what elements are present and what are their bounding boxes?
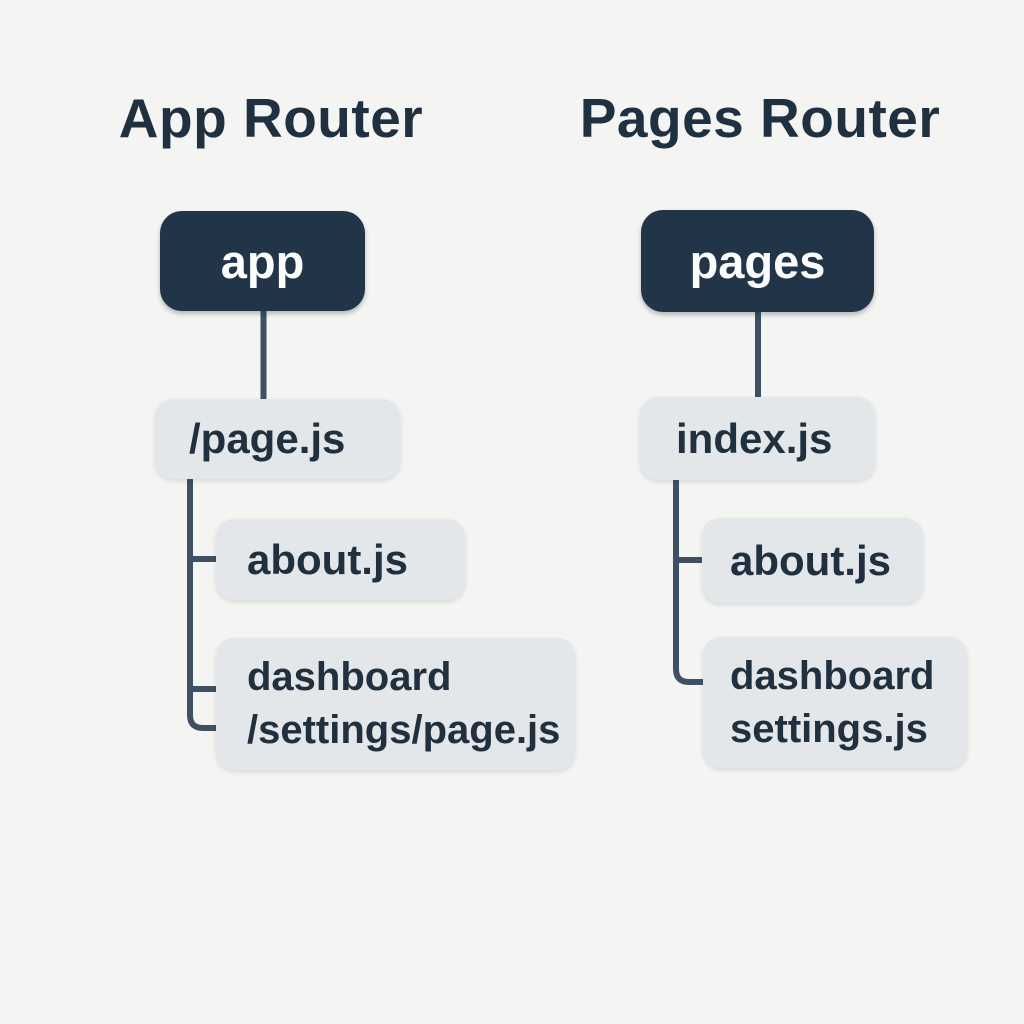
about-js-label-right: about.js — [730, 536, 892, 584]
index-js-label: index.js — [676, 414, 833, 462]
dashboard-line1-left: dashboard — [247, 655, 452, 699]
dashboard-settings-label-left: dashboard /settings/page.js — [247, 651, 560, 757]
connector-pagejs-trunk-elbow — [187, 477, 219, 731]
dashboard-line2-left: /settings/page.js — [247, 708, 561, 752]
about-js-label-left: about.js — [247, 535, 409, 583]
about-js-node-right: about.js — [702, 518, 923, 603]
dashboard-line2-right: settings.js — [730, 706, 928, 751]
dashboard-settings-node-left: dashboard /settings/page.js — [216, 638, 575, 770]
page-js-label: /page.js — [189, 415, 346, 462]
pages-router-title: Pages Router — [579, 87, 941, 149]
about-js-node-left: about.js — [216, 519, 465, 600]
pages-root-node: pages — [641, 210, 874, 312]
app-root-node: app — [160, 211, 365, 311]
app-root-label: app — [220, 234, 305, 288]
connector-index-trunk-elbow — [673, 478, 706, 685]
app-router-title: App Router — [118, 87, 424, 149]
pages-root-label: pages — [689, 234, 826, 288]
index-js-node: index.js — [640, 397, 875, 480]
dashboard-settings-node-right: dashboard settings.js — [703, 637, 967, 768]
page-js-node: /page.js — [155, 399, 400, 479]
dashboard-settings-label-right: dashboard settings.js — [730, 650, 934, 756]
dashboard-line1-right: dashboard — [730, 653, 935, 698]
